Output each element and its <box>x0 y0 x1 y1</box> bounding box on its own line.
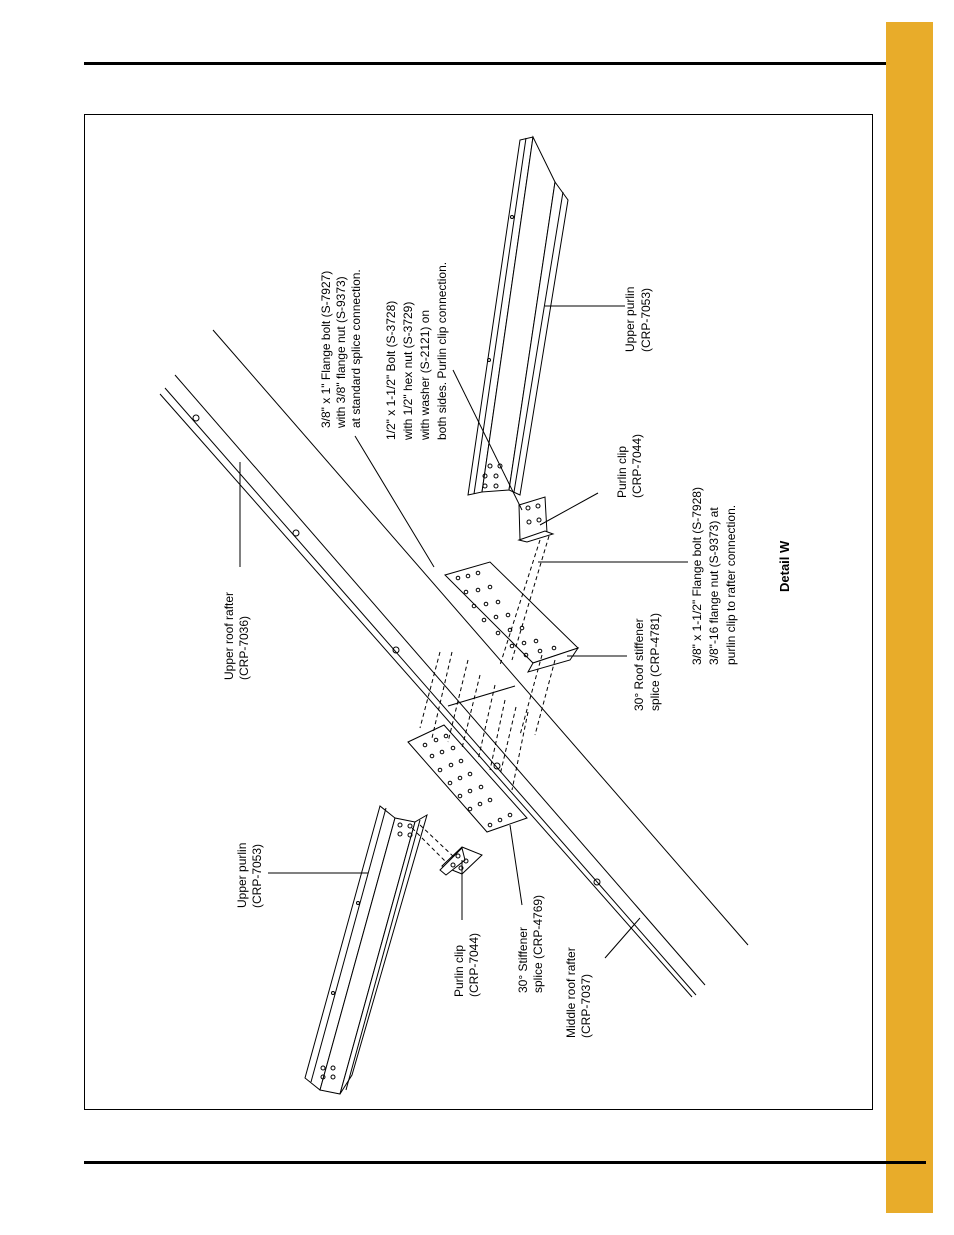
rafter-upper-line-c <box>159 393 693 998</box>
top-rule <box>84 62 926 65</box>
roof-stiffener-splice-plate <box>444 561 580 673</box>
leader-purlin-clip-right <box>539 492 599 526</box>
rafter-upper-line-a <box>174 374 706 986</box>
leader-middle-rafter <box>604 917 641 959</box>
label-flange-bolt-splice: 3/8" x 1" Flange bolt (S-7927) with 3/8"… <box>319 267 363 429</box>
purlin-clip-right <box>517 496 555 543</box>
label-stiffener-splice: 30° Stiffener splice (CRP-4769) <box>516 895 545 993</box>
rafter-bolt-5 <box>593 878 601 886</box>
upper-purlin-right <box>467 135 569 496</box>
rafter-bolt-4 <box>493 762 501 770</box>
rafter-splice-break <box>447 685 516 707</box>
label-upper-purlin-left: Upper purlin (CRP-7053) <box>235 839 264 908</box>
label-purlin-clip-right: Purlin clip (CRP-7044) <box>615 434 644 498</box>
detail-title: Detail W <box>777 540 792 592</box>
rafter-upper-line-b <box>164 387 697 996</box>
rafter-bolt-2 <box>292 529 300 537</box>
label-flange-bolt-rafter: 3/8" x 1-1/2" Flange bolt (S-7928) 3/8"-… <box>690 484 738 665</box>
leader-flange-bolt-splice <box>354 435 435 568</box>
label-upper-rafter: Upper roof rafter (CRP-7036) <box>222 589 251 680</box>
leader-hex-bolt <box>452 369 523 511</box>
label-hex-bolt: 1/2" x 1-1/2" Bolt (S-3728) with 1/2" he… <box>384 262 449 441</box>
bottom-rule <box>84 1161 926 1164</box>
side-tab <box>886 22 933 1213</box>
label-middle-rafter: Middle roof rafter (CRP-7037) <box>564 944 593 1038</box>
label-roof-stiffener: 30° Roof stiffener splice (CRP-4781) <box>632 613 662 711</box>
label-purlin-clip-left: Purlin clip (CRP-7044) <box>452 933 481 997</box>
stiffener-splice-plate-left <box>407 724 528 833</box>
purlin-clip-left <box>439 846 483 876</box>
diagram-frame <box>84 114 873 1110</box>
upper-purlin-left <box>304 805 428 1095</box>
rafter-bolt-1 <box>192 414 200 422</box>
rafter-bolt-3 <box>392 646 400 654</box>
leader-stiffener-splice <box>509 824 523 906</box>
label-upper-purlin-right: Upper purlin (CRP-7053) <box>623 283 653 352</box>
rafter-edge-outer <box>212 329 749 946</box>
